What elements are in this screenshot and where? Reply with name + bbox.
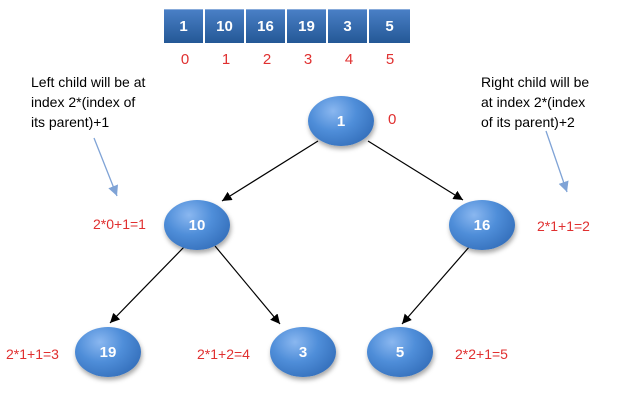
note-line: of its parent)+2 bbox=[481, 114, 575, 130]
array-cell: 10 bbox=[205, 9, 246, 43]
array-cell: 16 bbox=[246, 9, 287, 43]
array-cell: 19 bbox=[287, 9, 328, 43]
pointer-arrow-left bbox=[93, 137, 119, 197]
tree-node-root: 1 bbox=[308, 96, 374, 146]
array-index: 0 bbox=[180, 51, 190, 68]
left-child-note: Left child will be at index 2*(index of … bbox=[31, 72, 145, 132]
note-line: Right child will be bbox=[481, 74, 590, 90]
array-cell: 3 bbox=[328, 9, 369, 43]
note-line: index 2*(index of bbox=[31, 94, 136, 110]
tree-node-16: 16 bbox=[449, 200, 515, 250]
edge-10-19 bbox=[109, 245, 186, 324]
array-index: 3 bbox=[303, 51, 313, 68]
node-19-index-label: 2*1+1=3 bbox=[6, 346, 59, 362]
node-16-index-label: 2*1+1=2 bbox=[537, 218, 590, 234]
note-line: at index 2*(index bbox=[481, 94, 586, 110]
tree-node-10: 10 bbox=[164, 200, 230, 250]
tree-node-5: 5 bbox=[367, 327, 433, 377]
array-index: 1 bbox=[221, 51, 231, 68]
node-10-index-label: 2*0+1=1 bbox=[93, 216, 146, 232]
array-index: 2 bbox=[262, 51, 272, 68]
tree-node-3: 3 bbox=[270, 327, 336, 377]
note-line: its parent)+1 bbox=[31, 114, 110, 130]
note-line: Left child will be at bbox=[31, 74, 146, 90]
edge-16-5 bbox=[401, 245, 471, 325]
heap-array: 1 10 16 19 3 5 bbox=[164, 9, 410, 43]
edge-10-3 bbox=[214, 245, 281, 325]
root-index-label: 0 bbox=[388, 111, 397, 128]
edge-1-16 bbox=[367, 140, 464, 201]
pointer-arrow-right bbox=[545, 130, 569, 193]
right-child-note: Right child will be at index 2*(index of… bbox=[481, 72, 589, 132]
array-cell: 5 bbox=[369, 9, 410, 43]
node-3-index-label: 2*1+2=4 bbox=[197, 346, 250, 362]
node-5-index-label: 2*2+1=5 bbox=[455, 346, 508, 362]
array-cell: 1 bbox=[164, 9, 205, 43]
array-index: 4 bbox=[344, 51, 354, 68]
tree-node-19: 19 bbox=[75, 327, 141, 377]
edge-1-10 bbox=[221, 140, 319, 202]
array-index: 5 bbox=[385, 51, 395, 68]
